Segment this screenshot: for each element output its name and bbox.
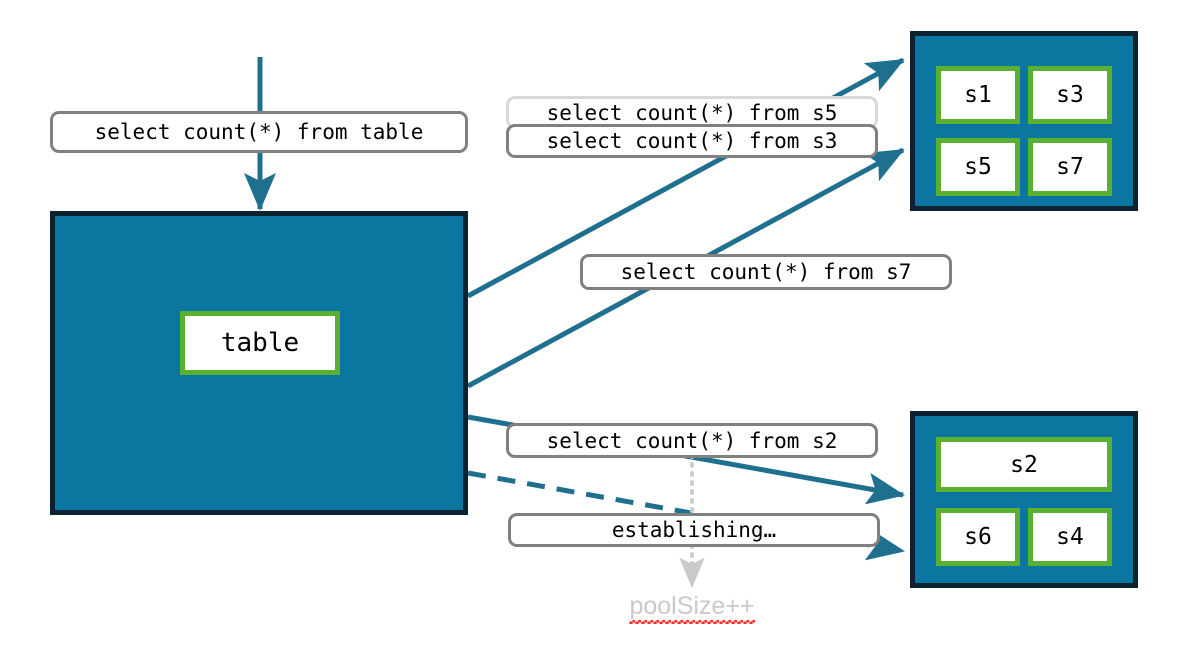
query-label-table-text: select count(*) from table bbox=[94, 120, 424, 144]
query-label-s5-text: select count(*) from s5 bbox=[546, 100, 838, 125]
node-s5[interactable]: s5 bbox=[936, 138, 1020, 196]
node-s2-label: s2 bbox=[1010, 451, 1038, 478]
poolsize-annotation: poolSize++ bbox=[592, 592, 792, 624]
node-s3-label: s3 bbox=[1056, 82, 1084, 108]
query-label-s2-text: select count(*) from s2 bbox=[546, 428, 838, 453]
poolsize-annotation-text: poolSize++ bbox=[629, 592, 755, 624]
node-s6-label: s6 bbox=[964, 524, 992, 550]
node-s2[interactable]: s2 bbox=[936, 437, 1112, 492]
query-label-s3-text: select count(*) from s3 bbox=[546, 129, 838, 153]
node-s5-label: s5 bbox=[964, 154, 992, 180]
node-s1[interactable]: s1 bbox=[936, 66, 1020, 124]
query-label-establishing-text: establishing… bbox=[611, 518, 777, 542]
query-label-s7-text: select count(*) from s7 bbox=[620, 260, 912, 284]
query-label-s7[interactable]: select count(*) from s7 bbox=[580, 254, 952, 290]
node-s7-label: s7 bbox=[1056, 154, 1084, 180]
node-s1-label: s1 bbox=[964, 82, 992, 108]
node-s7[interactable]: s7 bbox=[1028, 138, 1112, 196]
node-s3[interactable]: s3 bbox=[1028, 66, 1112, 124]
node-s4[interactable]: s4 bbox=[1028, 508, 1112, 566]
node-table-label: table bbox=[220, 328, 300, 358]
query-label-s3[interactable]: select count(*) from s3 bbox=[506, 124, 878, 158]
node-table[interactable]: table bbox=[180, 311, 340, 375]
query-label-establishing[interactable]: establishing… bbox=[508, 513, 880, 547]
node-s4-label: s4 bbox=[1056, 524, 1084, 550]
node-s6[interactable]: s6 bbox=[936, 508, 1020, 566]
table-pool bbox=[50, 211, 468, 515]
query-label-s2[interactable]: select count(*) from s2 bbox=[506, 423, 878, 458]
query-label-table[interactable]: select count(*) from table bbox=[50, 111, 468, 153]
